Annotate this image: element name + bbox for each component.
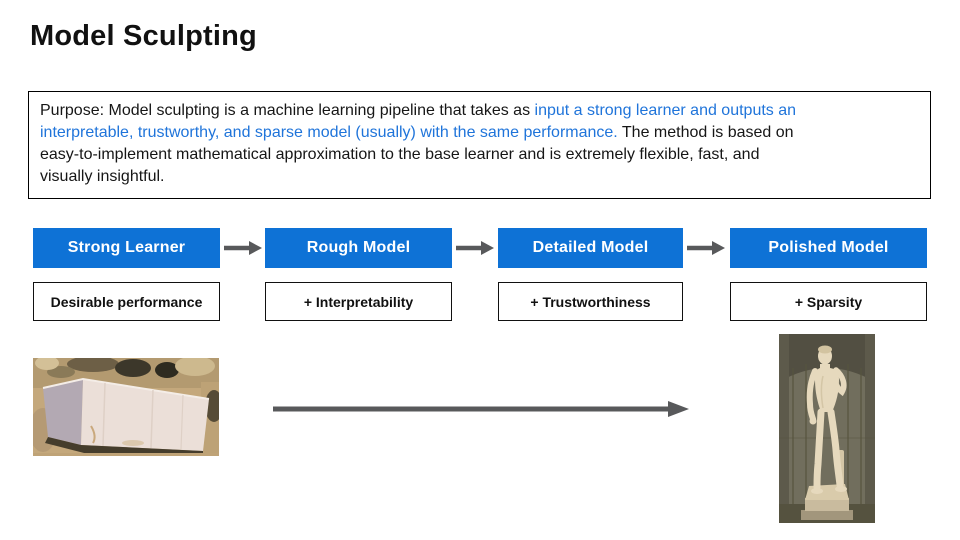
property-label: Desirable performance [50,293,203,310]
transformation-arrow-icon [273,401,689,417]
arrow-right-icon [224,241,262,255]
stage-label: Detailed Model [532,239,649,256]
property-box-sparsity: + Sparsity [730,282,927,321]
property-label: + Interpretability [303,293,414,310]
raw-marble-block-photo [33,358,219,456]
stage-box-rough-model: Rough Model [265,228,452,268]
slide-title: Model Sculpting [30,20,257,52]
property-box-performance: Desirable performance [33,282,220,321]
stage-label: Polished Model [768,239,889,256]
marble-block-shape [42,377,210,451]
stage-label: Rough Model [306,239,411,256]
property-label: + Trustworthiness [530,293,651,310]
purpose-text-black: Purpose: Model sculpting is a machine le… [40,102,535,119]
stage-label: Strong Learner [67,239,186,256]
purpose-text-highlight: input a strong learner and outputs an [534,102,797,119]
property-box-trustworthiness: + Trustworthiness [498,282,683,321]
purpose-text-black: easy-to-implement mathematical approxima… [40,146,760,163]
purpose-line-1: Purpose: Model sculpting is a machine le… [40,100,919,122]
purpose-text-black: visually insightful. [40,168,165,185]
stage-box-detailed-model: Detailed Model [498,228,683,268]
purpose-line-2: interpretable, trustworthy, and sparse m… [40,122,919,144]
property-label: + Sparsity [794,293,863,310]
purpose-text-black: The method is based on [617,124,794,141]
stage-box-strong-learner: Strong Learner [33,228,220,268]
david-statue-shape [801,345,853,520]
stage-box-polished-model: Polished Model [730,228,927,268]
purpose-text-highlight: interpretable, trustworthy, and sparse m… [40,124,618,141]
purpose-line-4: visually insightful. [40,166,919,188]
david-statue-photo [779,334,875,523]
property-box-interpretability: + Interpretability [265,282,452,321]
arrow-right-icon [456,241,494,255]
purpose-text-box: Purpose: Model sculpting is a machine le… [28,91,931,199]
purpose-line-3: easy-to-implement mathematical approxima… [40,144,919,166]
arrow-right-icon [687,241,725,255]
